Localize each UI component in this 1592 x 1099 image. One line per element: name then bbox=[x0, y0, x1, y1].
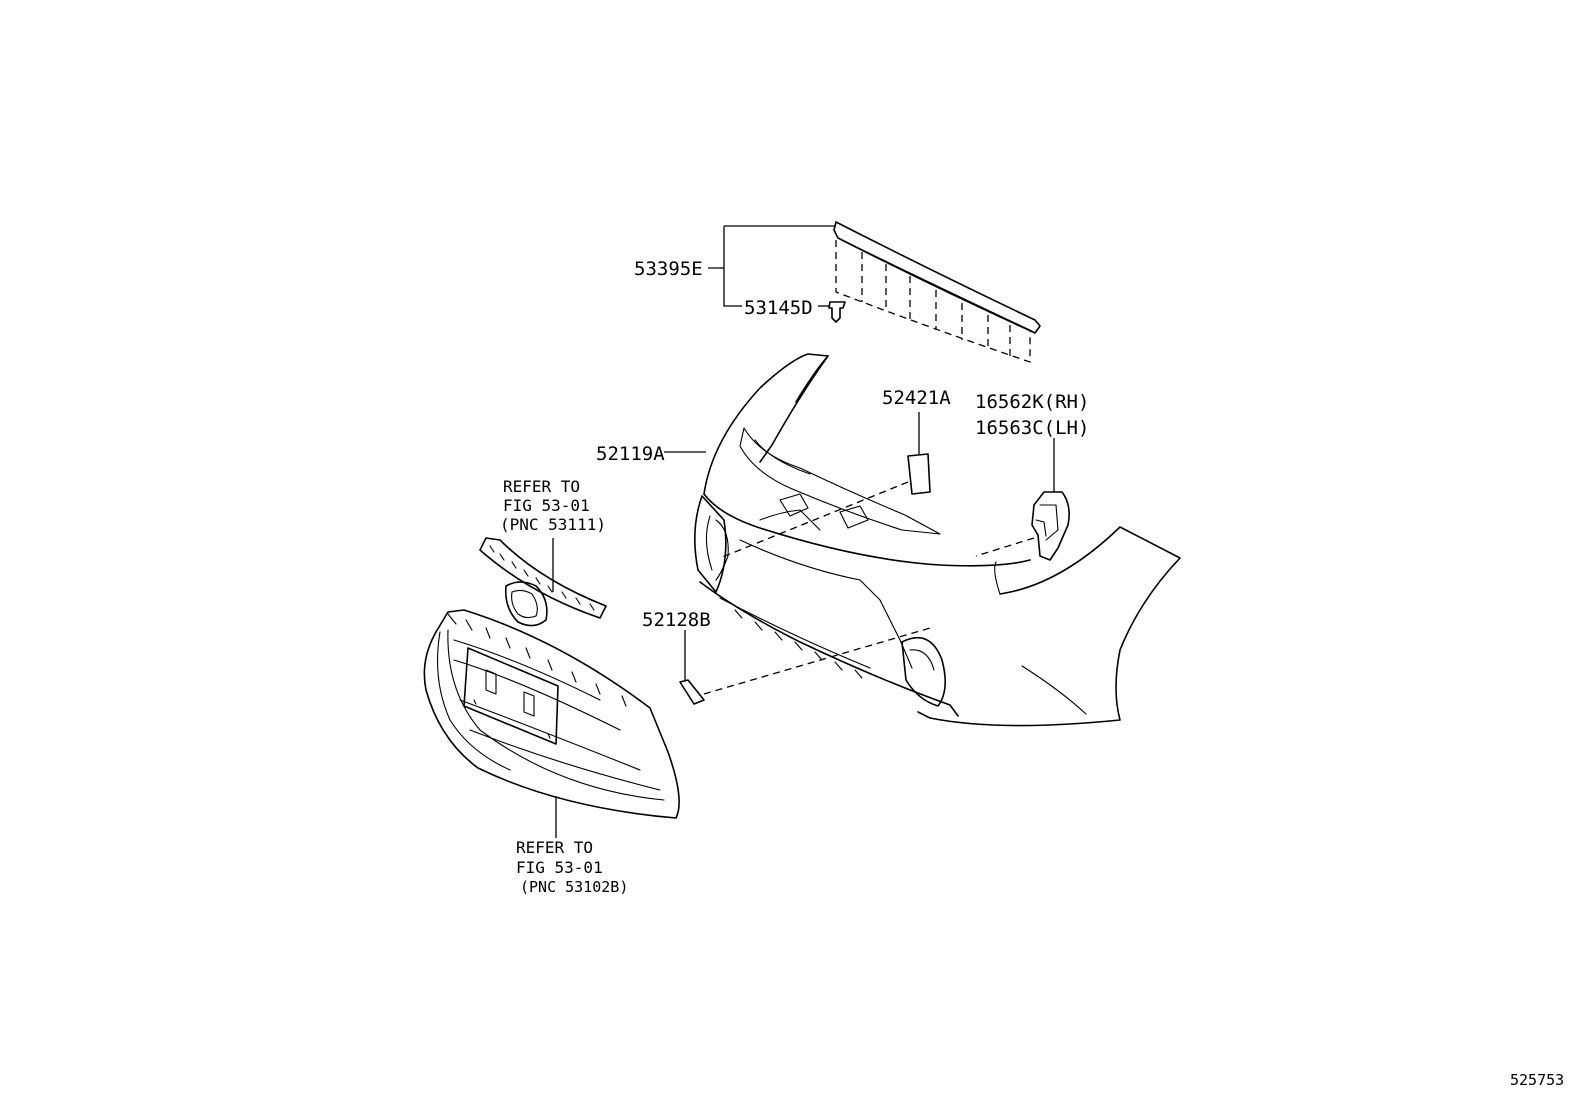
note-upper-grille: REFER TO FIG 53-01 (PNC 53111) bbox=[500, 477, 606, 534]
label-53145D: 53145D bbox=[744, 297, 813, 319]
label-52128B: 52128B bbox=[642, 609, 711, 631]
label-16563C: 16563C(LH) bbox=[975, 417, 1089, 439]
figure-number: 525753 bbox=[1510, 1071, 1564, 1089]
note-lower-line1: REFER TO bbox=[516, 838, 593, 857]
note-upper-line1: REFER TO bbox=[503, 477, 580, 496]
lower-grille bbox=[423, 609, 680, 838]
pad-52421A bbox=[719, 412, 931, 559]
note-lower-line3: (PNC 53102B) bbox=[520, 878, 628, 896]
note-upper-line3: (PNC 53111) bbox=[500, 515, 606, 534]
upper-seal-strip bbox=[833, 221, 1041, 363]
label-16562K: 16562K(RH) bbox=[975, 391, 1089, 413]
clip-53145D bbox=[828, 301, 846, 323]
label-53395E: 53395E bbox=[634, 258, 703, 280]
leader-53395E bbox=[708, 225, 836, 307]
note-lower-line2: FIG 53-01 bbox=[516, 858, 603, 877]
upper-grille bbox=[479, 537, 607, 627]
pad-52128B bbox=[679, 627, 931, 705]
label-52119A: 52119A bbox=[596, 443, 665, 465]
label-52421A: 52421A bbox=[882, 387, 951, 409]
note-lower-grille: REFER TO FIG 53-01 (PNC 53102B) bbox=[516, 838, 628, 896]
bumper-cover bbox=[694, 353, 1181, 727]
note-upper-line2: FIG 53-01 bbox=[503, 496, 590, 515]
side-bracket bbox=[975, 438, 1070, 561]
